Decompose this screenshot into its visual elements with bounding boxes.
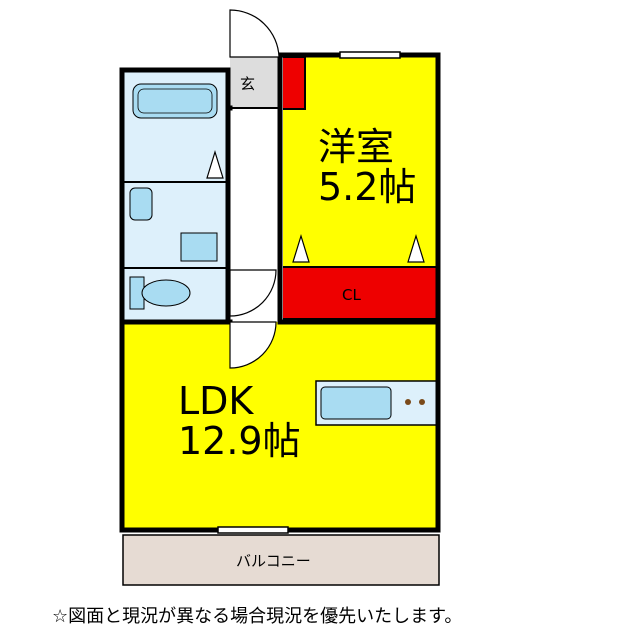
ldk-room-size: 12.9帖 [178,418,301,463]
entrance-area [230,57,279,107]
balcony [122,534,440,586]
bathtub-inner [137,88,213,114]
shoe-storage [283,57,305,109]
western-room [283,55,438,267]
walls [119,52,441,533]
toilet-bowl [141,279,191,307]
doors [206,9,425,369]
kitchen-sink [320,386,392,420]
ldk-door-swing [229,321,277,369]
wash-door [206,149,224,179]
disclaimer-note: ☆図面と現況が異なる場合現況を優先いたします。 [52,606,463,627]
closet-label: CL [342,286,361,304]
western-room-size: 5.2帖 [318,164,417,209]
balcony-label: バルコニー [236,552,311,570]
western-door-right [407,233,425,263]
ldk-room [122,322,438,530]
toilet-door-swing [229,269,277,317]
western-room-name: 洋室 [318,125,395,169]
ldk-room-name: LDK [178,379,254,423]
entrance-door-swing [229,9,280,58]
entrance-label: 玄 [240,75,256,93]
washing-machine [180,232,218,262]
stove-burner-left [405,399,411,405]
stove-burner-right [419,399,425,405]
western-room-label: 洋室 5.2帖 [318,125,417,209]
closet [283,267,438,319]
ldk-label: LDK 12.9帖 [178,379,301,463]
partitions [122,56,438,320]
wash-basin [129,187,153,221]
western-door-left [292,233,310,263]
windows [217,51,401,534]
